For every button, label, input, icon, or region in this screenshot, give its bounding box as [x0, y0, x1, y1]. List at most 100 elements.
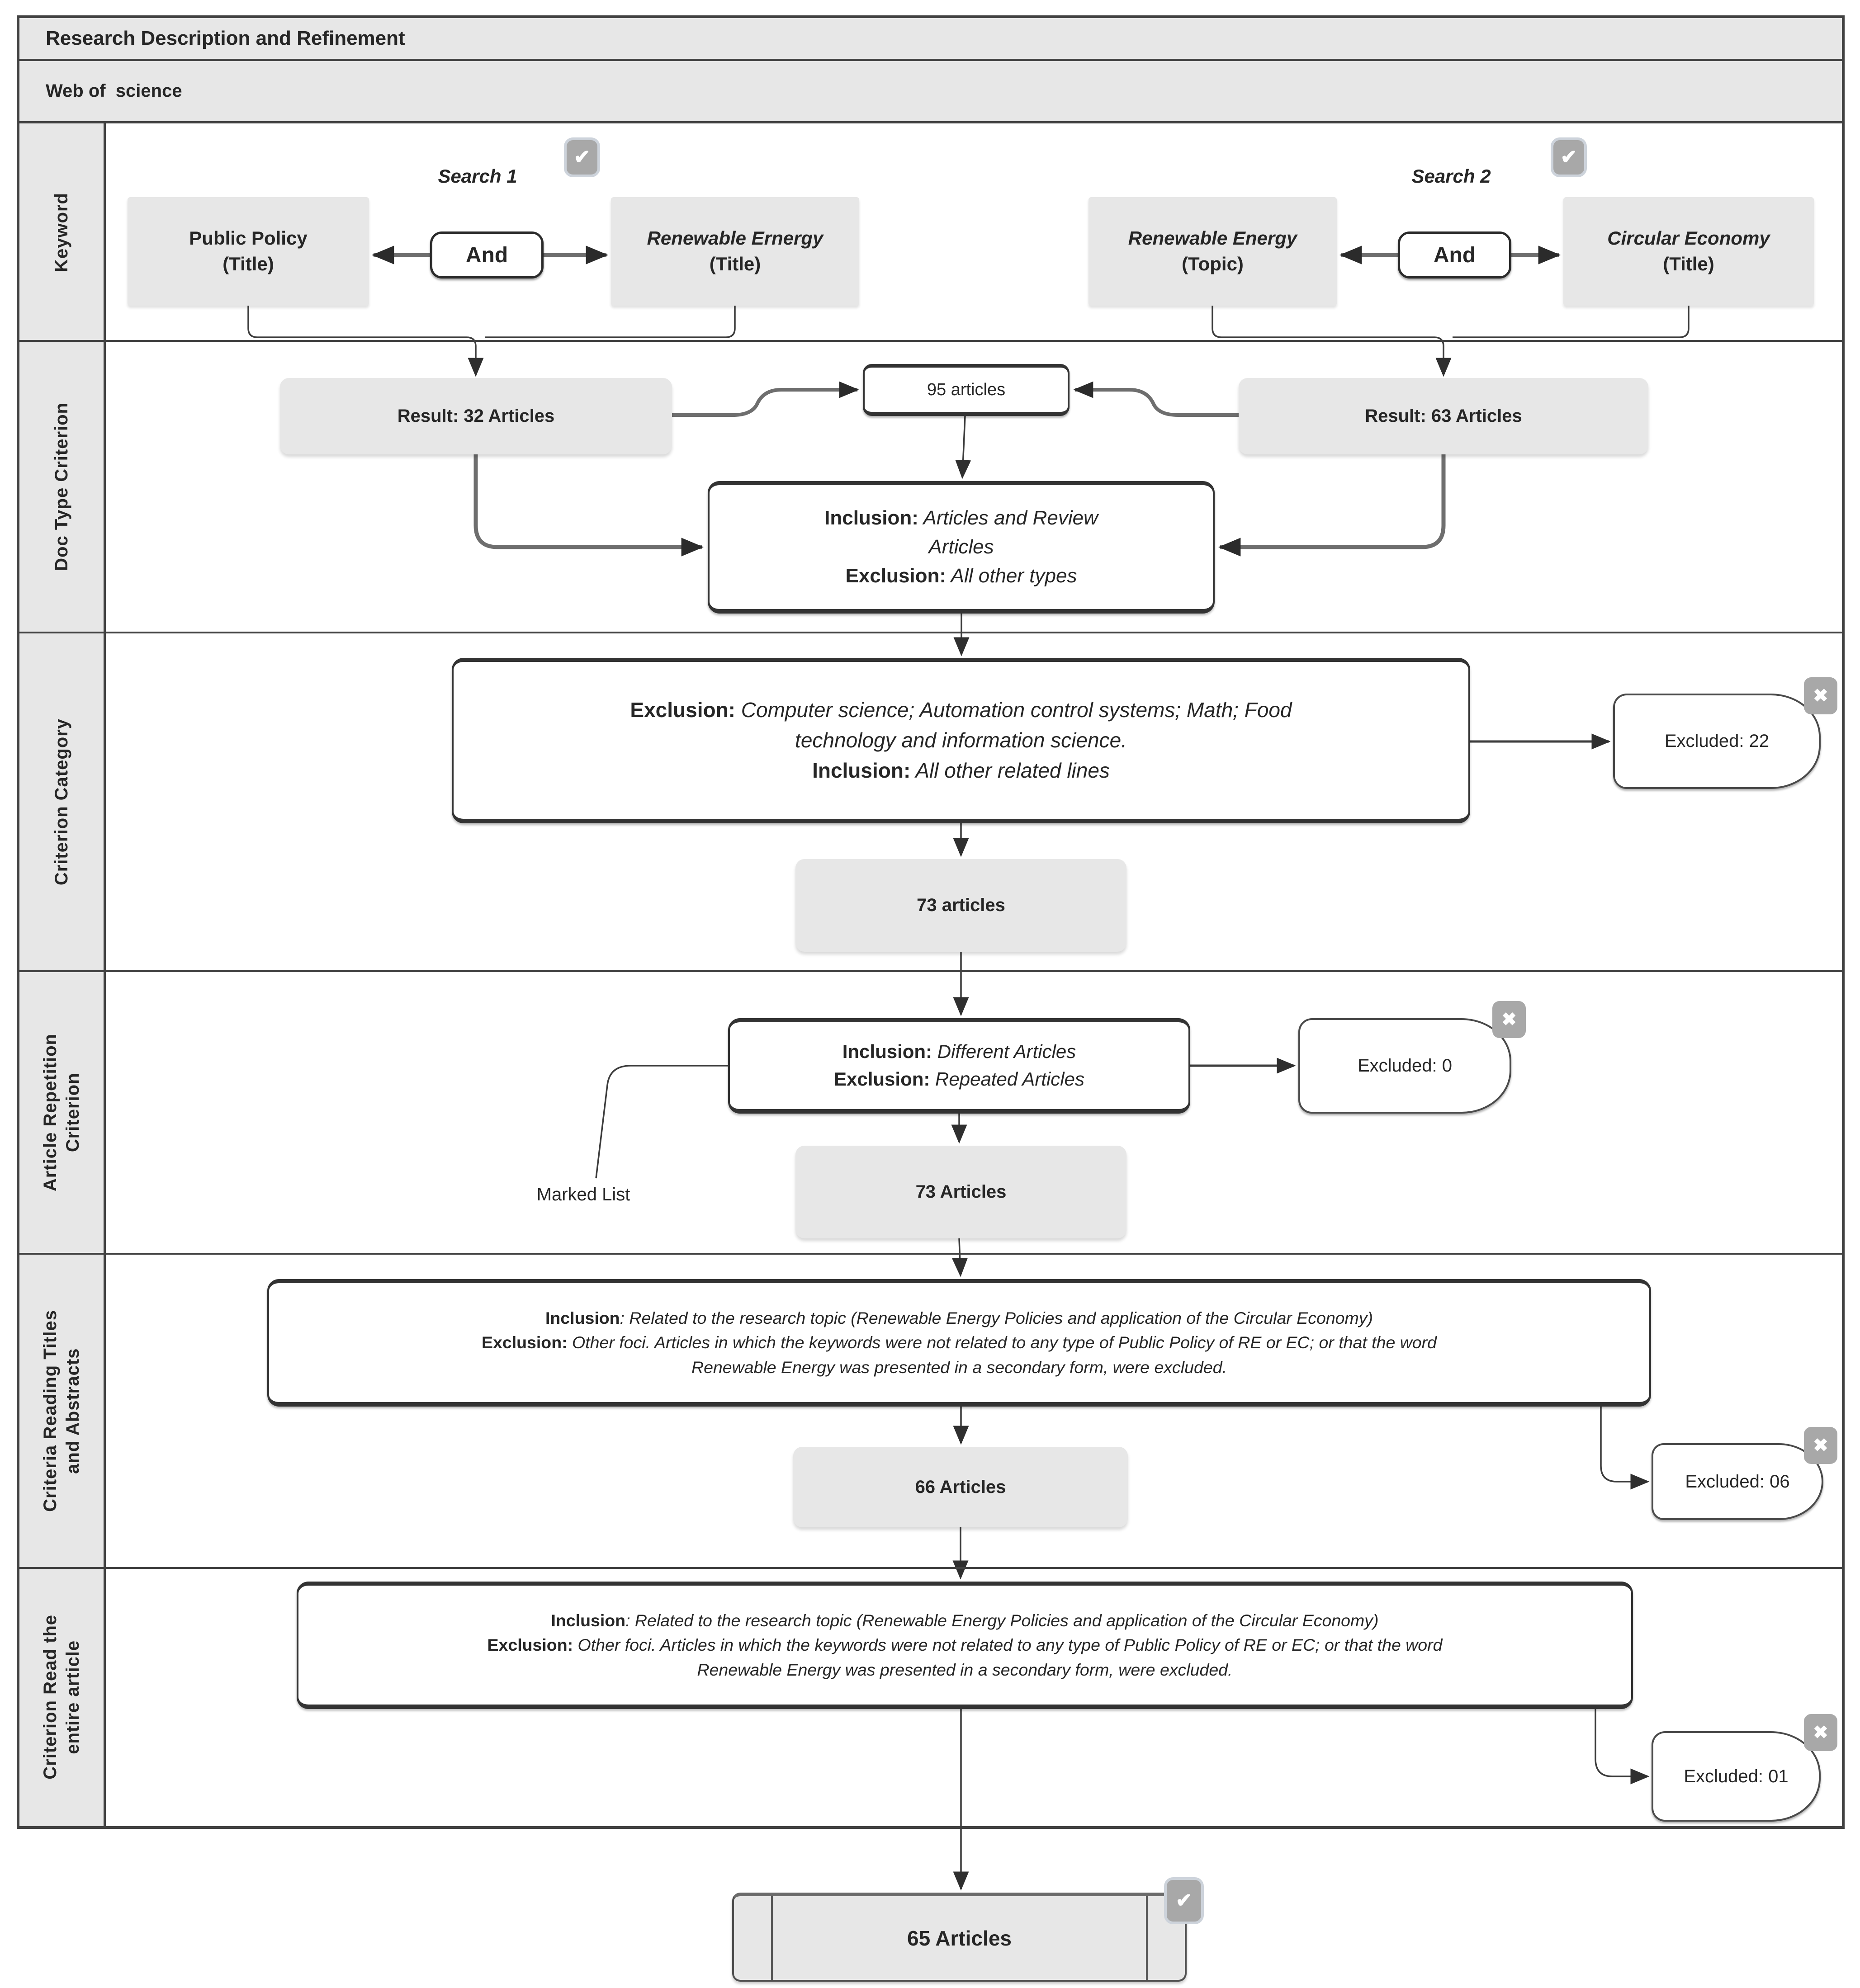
inclusion-line: Inclusion: All other related lines [812, 756, 1110, 786]
keyword-term: Public Policy [189, 227, 308, 249]
final-count: 65 Articles [907, 1926, 1012, 1950]
excluded-01-cross-badge: ✖ [1804, 1714, 1837, 1751]
result2-box: Result: 63 Articles [1239, 378, 1648, 454]
keyword-box-renewable-energy: Renewable Energy (Topic) [1089, 197, 1337, 306]
database-bar: Web of science [19, 61, 1842, 123]
exclusion-text: Repeated Articles [930, 1068, 1084, 1090]
keyword-box-circular-economy: Circular Economy (Title) [1563, 197, 1814, 306]
sidebar-row-reading: Criteria Reading Titles and Abstracts [19, 1254, 106, 1568]
inclusion-label: Inclusion [551, 1610, 626, 1630]
keyword-term: Renewable Energy [1128, 227, 1297, 249]
entire-article-criteria-box: Inclusion: Related to the research topic… [297, 1582, 1633, 1709]
keyword-box-public-policy: Public Policy (Title) [128, 197, 369, 306]
sidebar-row-repetition: Article Repetition Criterion [19, 971, 106, 1254]
merged-articles-box: 95 articles [863, 364, 1070, 416]
x-icon: ✖ [1813, 686, 1828, 706]
exclusion-label: Exclusion: [630, 698, 735, 722]
and-operator-2: And [1398, 231, 1511, 279]
check-icon: ✔ [1175, 1889, 1193, 1912]
sidebar-label: Article Repetition Criterion [40, 1033, 83, 1192]
inclusion-line: Inclusion: Articles and Review Articles [794, 504, 1129, 562]
exclusion-label: Exclusion: [487, 1635, 573, 1655]
exclusion-line: Exclusion: All other types [846, 562, 1077, 590]
inclusion-text: Articles and Review Articles [918, 507, 1098, 558]
count-73-articles-box-2: 73 Articles [795, 1146, 1126, 1238]
final-65-articles-box: 65 Articles [732, 1893, 1187, 1982]
sidebar-row-entire: Criterion Read the entire article [19, 1568, 106, 1826]
row-divider [19, 970, 1842, 972]
exclusion-text: All other types [946, 564, 1077, 587]
keyword-field: (Title) [222, 253, 274, 274]
search2-check-badge: ✔ [1551, 137, 1587, 177]
sidebar-row-keyword: Keyword [19, 123, 106, 341]
inclusion-text: : Related to the research topic (Renewab… [620, 1308, 1373, 1327]
search2-title: Search 2 [1411, 165, 1491, 187]
inclusion-line: Inclusion: Different Articles [842, 1038, 1076, 1066]
repetition-criteria-box: Inclusion: Different Articles Exclusion:… [728, 1018, 1190, 1114]
exclusion-line: Exclusion: Repeated Articles [834, 1066, 1084, 1093]
excluded-06-box: Excluded: 06 [1652, 1443, 1823, 1520]
sidebar-label: Criteria Reading Titles and Abstracts [40, 1310, 83, 1512]
excluded-22-box: Excluded: 22 [1613, 694, 1821, 789]
criteria-text: Inclusion: Related to the research topic… [459, 1608, 1472, 1682]
doc-type-criteria-box: Inclusion: Articles and Review Articles … [708, 481, 1215, 614]
keyword-field: (Topic) [1182, 253, 1244, 274]
inclusion-label: Inclusion: [842, 1041, 932, 1062]
table-frame [17, 15, 1845, 1829]
category-criteria-box: Exclusion: Computer science; Automation … [452, 658, 1470, 823]
row-divider [19, 1567, 1842, 1569]
final-check-badge: ✔ [1164, 1877, 1204, 1924]
keyword-box-renewable-ernergy: Renewable Ernergy (Title) [611, 197, 859, 306]
marked-list-label: Marked List [536, 1184, 630, 1204]
predefined-process-rule-left [771, 1896, 773, 1980]
title-bar: Research Description and Refinement [19, 18, 1842, 61]
exclusion-text: Other foci. Articles in which the keywor… [567, 1333, 1437, 1377]
sidebar-label: Criterion Read the entire article [40, 1615, 83, 1780]
reading-criteria-box: Inclusion: Related to the research topic… [267, 1279, 1651, 1407]
exclusion-text: Other foci. Articles in which the keywor… [573, 1635, 1443, 1679]
inclusion-label: Inclusion: [824, 507, 918, 529]
predefined-process-rule-right [1146, 1896, 1148, 1980]
count-66-articles-box: 66 Articles [793, 1447, 1128, 1527]
result1-box: Result: 32 Articles [280, 378, 672, 454]
search1-title: Search 1 [438, 165, 517, 187]
sidebar-row-category: Criterion Category [19, 633, 106, 971]
keyword-term: Circular Economy [1607, 227, 1770, 249]
page-title: Research Description and Refinement [46, 27, 405, 49]
x-icon: ✖ [1813, 1723, 1828, 1742]
check-icon: ✔ [1560, 146, 1577, 168]
keyword-term: Renewable Ernergy [647, 227, 824, 249]
x-icon: ✖ [1501, 1010, 1517, 1029]
sidebar-label: Doc Type Criterion [52, 402, 71, 571]
row-divider [19, 340, 1842, 342]
inclusion-text: Different Articles [932, 1041, 1076, 1062]
sidebar-row-doc-type: Doc Type Criterion [19, 341, 106, 633]
excluded-06-cross-badge: ✖ [1804, 1427, 1837, 1464]
excluded-0-cross-badge: ✖ [1492, 1001, 1526, 1038]
sidebar-label: Keyword [52, 192, 71, 272]
count-73-articles-box: 73 articles [795, 859, 1126, 952]
search1-check-badge: ✔ [564, 137, 600, 177]
sidebar-label: Criterion Category [52, 718, 71, 886]
inclusion-label: Inclusion [545, 1308, 620, 1327]
and-operator-1: And [430, 231, 544, 279]
exclusion-text: Computer science; Automation control sys… [735, 698, 1292, 752]
keyword-field: (Title) [1663, 253, 1714, 274]
criteria-text: Inclusion: Related to the research topic… [439, 1306, 1479, 1379]
x-icon: ✖ [1813, 1436, 1828, 1455]
excluded-0-box: Excluded: 0 [1298, 1018, 1511, 1114]
exclusion-label: Exclusion: [481, 1333, 568, 1352]
exclusion-label: Exclusion: [833, 1068, 930, 1090]
excluded-22-cross-badge: ✖ [1804, 677, 1837, 714]
excluded-01-box: Excluded: 01 [1652, 1731, 1821, 1822]
exclusion-label: Exclusion: [845, 564, 947, 587]
row-divider [19, 1253, 1842, 1255]
exclusion-line: Exclusion: Computer science; Automation … [599, 695, 1323, 755]
row-divider [19, 632, 1842, 633]
check-icon: ✔ [573, 146, 591, 168]
inclusion-text: All other related lines [910, 758, 1110, 782]
keyword-field: (Title) [709, 253, 761, 274]
inclusion-text: : Related to the research topic (Renewab… [625, 1610, 1379, 1630]
inclusion-label: Inclusion: [812, 758, 911, 782]
